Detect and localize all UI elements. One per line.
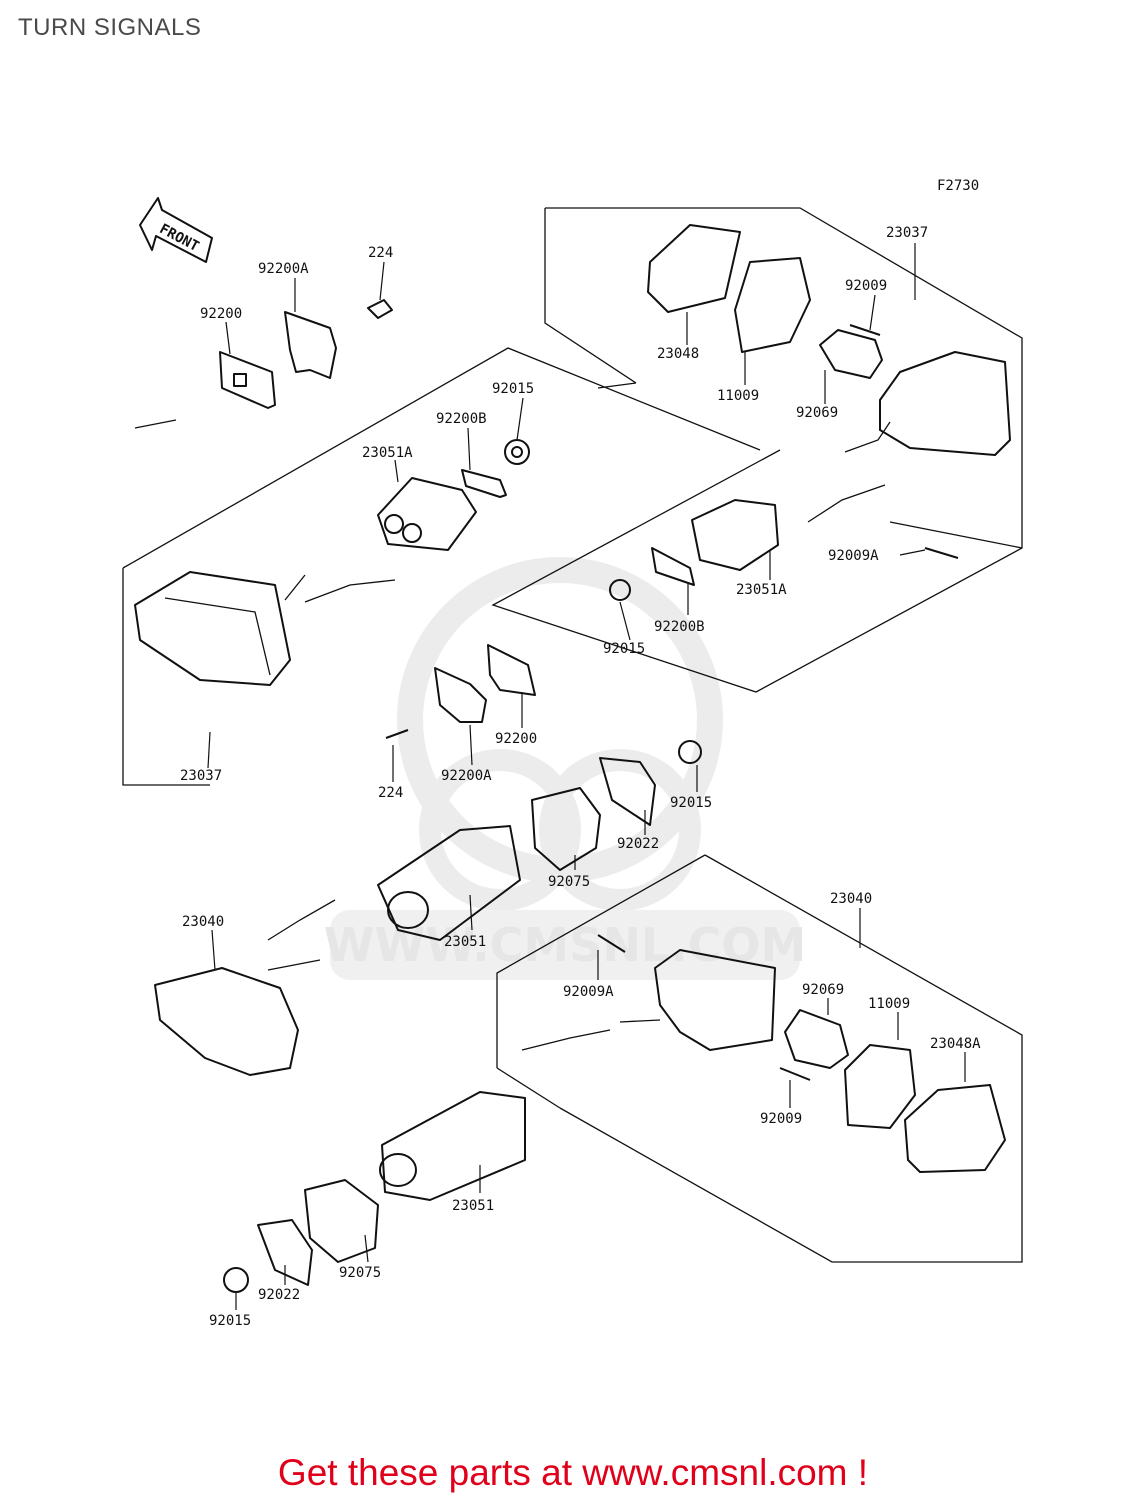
screw-92009a-bottom bbox=[597, 934, 626, 953]
assembly-frames bbox=[122, 207, 1023, 1263]
callout-92069: 92069 bbox=[802, 982, 844, 998]
page-title: TURN SIGNALS bbox=[18, 14, 202, 41]
signal-body-23037-right bbox=[879, 351, 1011, 456]
rubber-23051a-right bbox=[691, 499, 779, 571]
callout-92200a: 92200A bbox=[258, 261, 309, 277]
callout-92009a: 92009A bbox=[563, 984, 614, 1000]
stay-23051-center bbox=[377, 825, 521, 941]
callout-92022: 92022 bbox=[258, 1287, 300, 1303]
bulb-92069-top bbox=[819, 329, 883, 379]
lens-23048a bbox=[904, 1084, 1006, 1173]
callout-92015: 92015 bbox=[670, 795, 712, 811]
screw-92009-bottom bbox=[779, 1067, 811, 1081]
footer-cta-link[interactable]: Get these parts at www.cmsnl.com ! bbox=[277, 1452, 869, 1493]
watermark: WWW.CMSNL.COM bbox=[324, 557, 806, 980]
rubber-23051a-left bbox=[377, 477, 477, 551]
callout-92015: 92015 bbox=[603, 641, 645, 657]
callout-11009: 11009 bbox=[868, 996, 910, 1012]
callout-92015: 92015 bbox=[492, 381, 534, 397]
callout-11009: 11009 bbox=[717, 388, 759, 404]
front-arrow-icon: FRONT bbox=[139, 197, 213, 263]
callout-23051a: 23051A bbox=[362, 445, 413, 461]
callout-92200b: 92200B bbox=[654, 619, 705, 635]
callout-224: 224 bbox=[378, 785, 403, 801]
washer-92022-center bbox=[599, 757, 656, 826]
gasket-11009-top bbox=[734, 257, 811, 353]
callout-23040: 23040 bbox=[182, 914, 224, 930]
bolt-224-top bbox=[367, 299, 393, 319]
lens-23048 bbox=[647, 224, 741, 313]
callout-23037: 23037 bbox=[886, 225, 928, 241]
callout-23051a: 23051A bbox=[736, 582, 787, 598]
callout-92015: 92015 bbox=[209, 1313, 251, 1329]
callout-92075: 92075 bbox=[548, 874, 590, 890]
nut-92015-lower bbox=[223, 1267, 249, 1293]
bracket-92200-center bbox=[487, 644, 536, 696]
callout-23040: 23040 bbox=[830, 891, 872, 907]
callout-92200a: 92200A bbox=[441, 768, 492, 784]
plate-92200b-top bbox=[461, 469, 507, 498]
bracket-92200 bbox=[219, 351, 276, 409]
callout-23048: 23048 bbox=[657, 346, 699, 362]
callout-23051: 23051 bbox=[444, 934, 486, 950]
plate-92200b-right bbox=[651, 547, 695, 586]
callout-23051: 23051 bbox=[452, 1198, 494, 1214]
callout-224: 224 bbox=[368, 245, 393, 261]
callout-92200: 92200 bbox=[495, 731, 537, 747]
stay-23051-lower bbox=[381, 1091, 526, 1201]
bracket-92200a-center bbox=[434, 667, 487, 723]
parts bbox=[134, 224, 1011, 1293]
callout-92200: 92200 bbox=[200, 306, 242, 322]
callout-92009: 92009 bbox=[760, 1111, 802, 1127]
callout-92069: 92069 bbox=[796, 405, 838, 421]
signal-body-23040-right bbox=[654, 949, 776, 1051]
nut-92015-center bbox=[678, 740, 702, 764]
callout-23037: 23037 bbox=[180, 768, 222, 784]
nut-92015-right bbox=[609, 579, 631, 601]
callout-labels: 224 92200A 92200 92015 92200B 23051A 230… bbox=[180, 225, 981, 1329]
grommet-92075-center bbox=[531, 787, 601, 871]
signal-23040-left bbox=[154, 967, 299, 1076]
callout-23048a: 23048A bbox=[930, 1036, 981, 1052]
bulb-92069-bottom bbox=[784, 1009, 849, 1069]
callout-92075: 92075 bbox=[339, 1265, 381, 1281]
signal-23037-left bbox=[134, 571, 291, 686]
callout-92200b: 92200B bbox=[436, 411, 487, 427]
gasket-11009-bottom bbox=[844, 1044, 916, 1129]
leader-lines bbox=[207, 243, 966, 1310]
grommet-92075-lower bbox=[304, 1179, 379, 1263]
figure-code: F2730 bbox=[937, 178, 979, 194]
callout-92009a: 92009A bbox=[828, 548, 879, 564]
front-arrow-label: FRONT bbox=[157, 221, 202, 255]
nut-92015-top bbox=[504, 439, 530, 465]
screw-92009a-top bbox=[924, 547, 959, 559]
bracket-92200a bbox=[284, 311, 337, 379]
callout-92009: 92009 bbox=[845, 278, 887, 294]
washer-92022-lower bbox=[257, 1219, 313, 1286]
screw-92009-top bbox=[849, 324, 881, 336]
callout-92022: 92022 bbox=[617, 836, 659, 852]
bolt-224-center bbox=[385, 729, 409, 739]
